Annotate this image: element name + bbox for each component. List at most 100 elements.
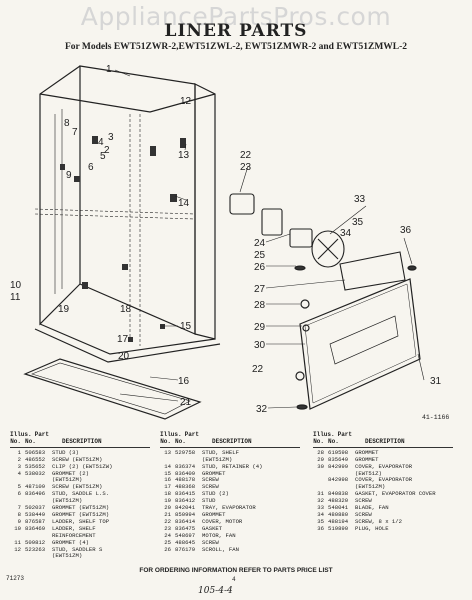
- part-number: 488320: [328, 498, 349, 505]
- callout-2: 2: [104, 145, 110, 156]
- part-number: 502037: [25, 505, 46, 512]
- part-description: TRAY, EVAPORATOR: [202, 505, 256, 512]
- part-number: 836409: [175, 470, 196, 477]
- part-description: GASKET, EVAPORATOR COVER: [355, 491, 436, 498]
- part-description: GROMMET: [202, 511, 226, 518]
- table-header-bottom: No.No.DESCRIPTION: [10, 438, 150, 448]
- illus-number: 17: [164, 484, 171, 491]
- part-number: 836496: [25, 491, 46, 498]
- header-illus: Illus.: [160, 431, 182, 438]
- callout-22b: 22: [252, 364, 264, 375]
- part-description: STUD, SADDLE L.S.: [52, 491, 110, 498]
- header-no: No.: [160, 437, 171, 445]
- callout-5: 5: [100, 151, 106, 162]
- evaporator-cover: [295, 265, 421, 410]
- part-number: 836412: [175, 498, 196, 505]
- page-number: 4: [232, 576, 236, 583]
- illus-number: 6: [17, 491, 21, 498]
- part-description: REINFORCEMENT: [52, 532, 96, 539]
- callout-36: 36: [400, 225, 412, 236]
- exploded-liner-diagram: 1 2 3 4 5 6 7 8 9 10 11 12 13 14 15 16 1…: [10, 64, 442, 420]
- header-part: Part: [337, 431, 353, 438]
- liner-shell: [34, 65, 221, 363]
- illus-number: 29: [317, 456, 324, 463]
- table-row: (EWT51ZM): [160, 457, 300, 464]
- callout-30: 30: [254, 340, 266, 351]
- callout-34: 34: [340, 228, 352, 239]
- part-description: STUD, SADDLER S: [52, 546, 103, 553]
- part-number: 619598: [328, 449, 349, 456]
- illus-number: 12: [14, 546, 21, 553]
- part-number: 535652: [25, 463, 46, 470]
- illus-number: 35: [317, 518, 324, 525]
- part-number: 836469: [25, 525, 46, 532]
- callout-11: 11: [10, 292, 21, 303]
- header-part: Part: [34, 431, 50, 438]
- callout-29: 29: [254, 322, 266, 333]
- part-description: (EWT51Z): [355, 470, 382, 477]
- part-number: 850994: [175, 511, 196, 518]
- part-description: SCREW: [355, 511, 372, 518]
- part-description: LADDER, SHELF TOP: [52, 518, 110, 525]
- callout-15: 15: [180, 321, 192, 332]
- part-description: (EWT51ZM): [202, 456, 233, 463]
- callout-21: 21: [180, 397, 192, 408]
- part-description: (EWT51ZM): [52, 498, 83, 505]
- part-number: 836414: [175, 518, 196, 525]
- part-description: GROMMET (EWT51ZM): [52, 511, 110, 518]
- part-description: GROMMET: [355, 449, 379, 456]
- part-description: PLUG, HOLE: [355, 525, 389, 532]
- part-description: (EWT51ZM): [52, 477, 83, 484]
- illus-number: 33: [317, 505, 324, 512]
- part-description: BLADE, FAN: [355, 505, 389, 512]
- callout-20: 20: [118, 351, 130, 362]
- callout-9: 9: [66, 170, 72, 181]
- callout-33: 33: [354, 194, 366, 205]
- part-number: 548697: [175, 532, 196, 539]
- evaporator-tray: [23, 358, 202, 420]
- part-description: GROMMET: [355, 456, 379, 463]
- part-description: (EWT51ZM): [355, 484, 386, 491]
- part-description: SCREW, 8 x 1/2: [355, 518, 402, 525]
- part-description: STUD, SHELF: [202, 449, 239, 456]
- part-description: GROMMET (2): [52, 470, 89, 477]
- callout-26: 26: [254, 262, 266, 273]
- callout-25: 25: [254, 250, 266, 261]
- part-number: 842998: [328, 477, 349, 484]
- illus-number: 16: [164, 477, 171, 484]
- handwritten-note: 105-4-4: [198, 586, 233, 596]
- fan-assembly: [229, 193, 406, 291]
- illus-number: 24: [164, 532, 171, 539]
- callout-31: 31: [430, 376, 442, 387]
- part-number: 480880: [328, 511, 349, 518]
- part-number: 835649: [328, 456, 349, 463]
- part-number: 488178: [175, 477, 196, 484]
- header-no2: No.: [175, 437, 186, 445]
- figure-number: 41-1166: [422, 414, 450, 421]
- part-number: 842999: [328, 463, 349, 470]
- table-row: (EWT51ZM): [10, 477, 150, 484]
- illus-number: 19: [164, 498, 171, 505]
- illus-number: 2: [17, 456, 21, 463]
- illus-number: 28: [317, 449, 324, 456]
- part-number: 523263: [25, 546, 46, 553]
- illus-number: 7: [17, 505, 21, 512]
- part-description: SCREW (EWT51ZM): [52, 456, 103, 463]
- table-row: (EWT51ZM): [10, 498, 150, 505]
- illus-number: 31: [317, 491, 324, 498]
- part-description: SCROLL, FAN: [202, 546, 239, 553]
- part-description: GROMMET (4): [52, 539, 89, 546]
- part-number: 876179: [175, 546, 196, 553]
- callout-19: 19: [58, 304, 70, 315]
- callout-labels: 1 2 3 4 5 6 7 8 9 10 11 12 13 14 15 16 1…: [10, 64, 442, 415]
- illus-number: 36: [317, 525, 324, 532]
- part-description: COVER, MOTOR: [202, 518, 243, 525]
